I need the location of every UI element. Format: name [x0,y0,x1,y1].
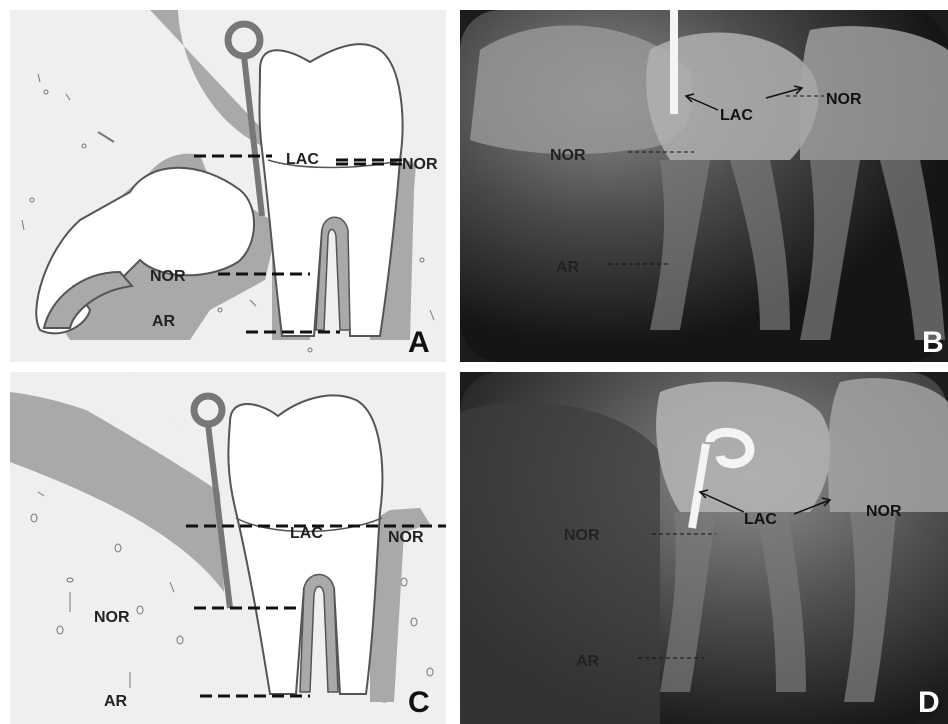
label-nor-left: NOR [94,609,130,626]
crown-right [800,26,948,160]
label-nor-right: NOR [866,503,902,520]
crown-mid [656,382,831,512]
label-ar: AR [104,693,128,710]
panel-d-svg: LAC NOR NOR AR D [460,372,948,724]
bone-left [460,402,660,724]
panel-c-diagram: LAC NOR NOR AR C [10,372,446,724]
label-nor-top: NOR [402,156,438,173]
root-canal [300,575,338,693]
label-nor-right: NOR [388,529,424,546]
root-canal [316,217,350,330]
molar-tooth [260,44,403,336]
label-ar: AR [576,653,600,670]
label-lac: LAC [744,511,777,528]
label-lac: LAC [290,525,323,542]
panel-b-radiograph: LAC NOR NOR AR B [460,10,948,362]
probe-handle-icon [194,396,222,424]
panel-letter-a: A [408,326,430,359]
panel-c-svg: LAC NOR NOR AR C [10,372,446,724]
panel-a-diagram: LAC NOR NOR AR A [10,10,446,362]
crown-right [828,378,948,512]
label-ar: AR [556,259,580,276]
panel-letter-d: D [918,686,940,719]
probe-handle-icon [228,24,260,56]
label-lac: LAC [720,107,753,124]
label-nor-left: NOR [550,147,586,164]
label-ar: AR [152,313,176,330]
panel-b-svg: LAC NOR NOR AR B [460,10,948,362]
probe-image [670,10,678,114]
panel-letter-c: C [408,686,430,719]
panel-d-radiograph: LAC NOR NOR AR D [460,372,948,724]
label-nor-right: NOR [826,91,862,108]
panel-letter-b: B [922,326,944,359]
label-nor-left: NOR [564,527,600,544]
label-lac: LAC [286,151,319,168]
panel-a-svg: LAC NOR NOR AR A [10,10,446,362]
label-nor-mid: NOR [150,268,186,285]
